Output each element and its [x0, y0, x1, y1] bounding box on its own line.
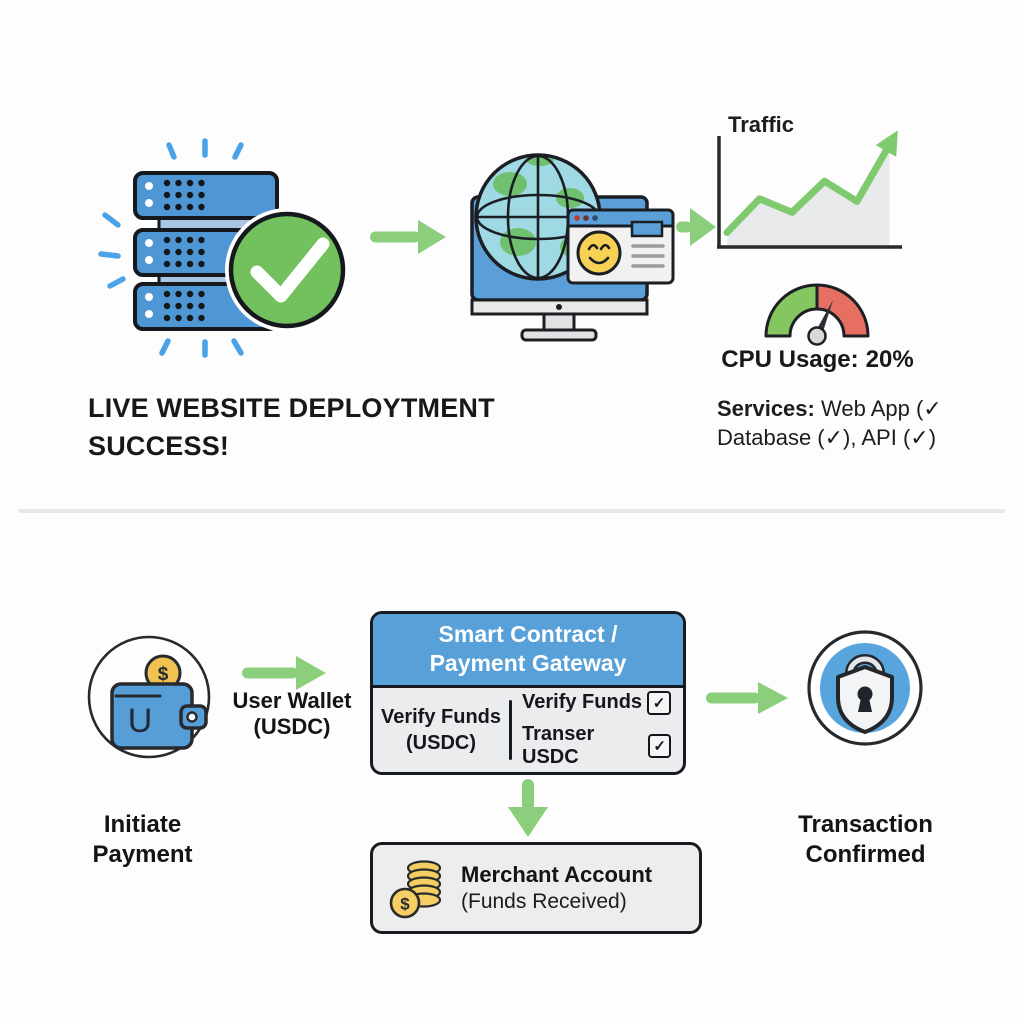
cpu-usage-caption: CPU Usage: [721, 346, 859, 373]
coin-icon: $ [144, 654, 182, 692]
website-monitor-icon [470, 153, 675, 342]
success-check-icon [225, 208, 349, 332]
user-wallet-label-line1: User Wallet [232, 688, 352, 713]
traffic-line-chart [717, 130, 902, 249]
wallet-clasp [179, 704, 208, 730]
cpu-usage-value: 20% [865, 346, 914, 373]
wallet-letter-glyph: U [128, 702, 153, 740]
lock-shackle [845, 654, 885, 686]
deployment-headline: LIVE WEBSITE DEPLOYTMENT SUCCESS! [88, 393, 495, 461]
cell-divider [509, 699, 512, 760]
services-label: Services: [717, 396, 815, 421]
merchant-account-label: Merchant Account (Funds Received) [461, 861, 652, 915]
merchant-account-box: $ Merchant Account (Funds Received) [370, 842, 702, 934]
merchant-line2: (Funds Received) [461, 889, 627, 913]
monitor-neck [542, 312, 576, 332]
traffic-area [727, 144, 890, 246]
secure-shield-icon [807, 630, 923, 746]
task-row: Transer USDC ✓ [522, 723, 671, 769]
server-success-icon [98, 138, 349, 358]
check-glyph: ✓ [653, 737, 666, 755]
section-divider [18, 509, 1005, 513]
browser-window-icon [566, 208, 675, 285]
contract-tasks: Verify Funds ✓ Transer USDC ✓ [512, 687, 683, 772]
arrow-right-icon [706, 682, 788, 714]
chart-axes [717, 136, 902, 249]
smiley-icon [576, 230, 622, 276]
user-wallet-icon: $ U [87, 635, 211, 759]
services-status: Services: Web App (✓ Database (✓), API (… [717, 394, 942, 452]
verify-funds-line2: (USDC) [406, 731, 476, 754]
verify-funds-cell: Verify Funds (USDC) [373, 704, 509, 756]
server-dots [145, 179, 217, 322]
smart-contract-box: Smart Contract / Payment Gateway Verify … [370, 611, 686, 775]
checked-checkbox-icon: ✓ [648, 733, 671, 758]
transaction-confirmed-label: Transaction Confirmed [798, 811, 933, 868]
task-row: Verify Funds ✓ [522, 690, 671, 715]
arrow-right-icon [676, 208, 716, 246]
contract-header-line2: Payment Gateway [429, 649, 627, 676]
browser-text-lines [631, 244, 665, 268]
dollar-glyph: $ [400, 895, 410, 914]
dollar-glyph: $ [158, 664, 169, 685]
task-label: Verify Funds [522, 691, 643, 714]
ray-lines-icon [98, 138, 244, 358]
checked-checkbox-icon: ✓ [647, 690, 671, 715]
arrow-right-icon [242, 656, 326, 690]
check-glyph: ✓ [652, 694, 666, 712]
services-line1: Web App (✓ [814, 396, 942, 421]
smart-contract-header: Smart Contract / Payment Gateway [373, 614, 683, 688]
contract-header-line1: Smart Contract / [438, 621, 618, 647]
traffic-chart-title: Traffic [728, 112, 795, 137]
monitor-base [520, 328, 598, 342]
user-wallet-label: User Wallet (USDC) [222, 688, 362, 741]
browser-banner [630, 220, 664, 238]
keyhole-icon [857, 686, 873, 712]
arrow-right-icon [370, 220, 446, 254]
cpu-gauge-icon [764, 283, 870, 346]
verify-funds-line1: Verify Funds [380, 705, 502, 728]
smart-contract-body: Verify Funds (USDC) Verify Funds ✓ Trans… [373, 688, 683, 772]
initiate-payment-label: Initiate Payment [92, 811, 193, 868]
coin-stack-icon: $ [389, 860, 442, 919]
arrow-down-icon [508, 779, 548, 837]
services-line2: Database (✓), API (✓) [717, 425, 937, 451]
traffic-line [723, 130, 898, 236]
merchant-line1: Merchant Account [461, 862, 653, 888]
cpu-usage-label: CPU Usage:20% [700, 346, 935, 374]
user-wallet-label-line2: (USDC) [253, 714, 331, 740]
task-label: Transer USDC [522, 722, 595, 768]
